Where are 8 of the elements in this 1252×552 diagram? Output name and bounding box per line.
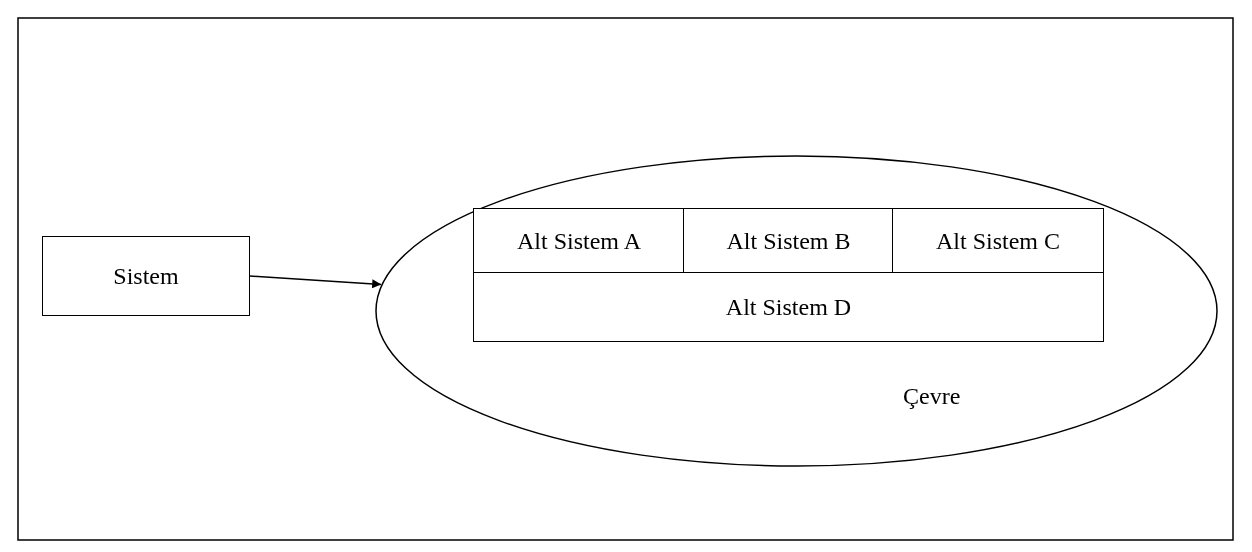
environment-ellipse — [375, 155, 1218, 467]
environment-label: Çevre — [903, 383, 961, 410]
system-box: Sistem — [42, 236, 250, 316]
arrow — [249, 275, 382, 289]
subsystem-cell: Alt Sistem C — [892, 208, 1104, 274]
subsystem-cell: Alt Sistem A — [473, 208, 685, 274]
subsystem-cell: Alt Sistem D — [473, 272, 1104, 342]
subsystem-cell: Alt Sistem B — [683, 208, 894, 274]
